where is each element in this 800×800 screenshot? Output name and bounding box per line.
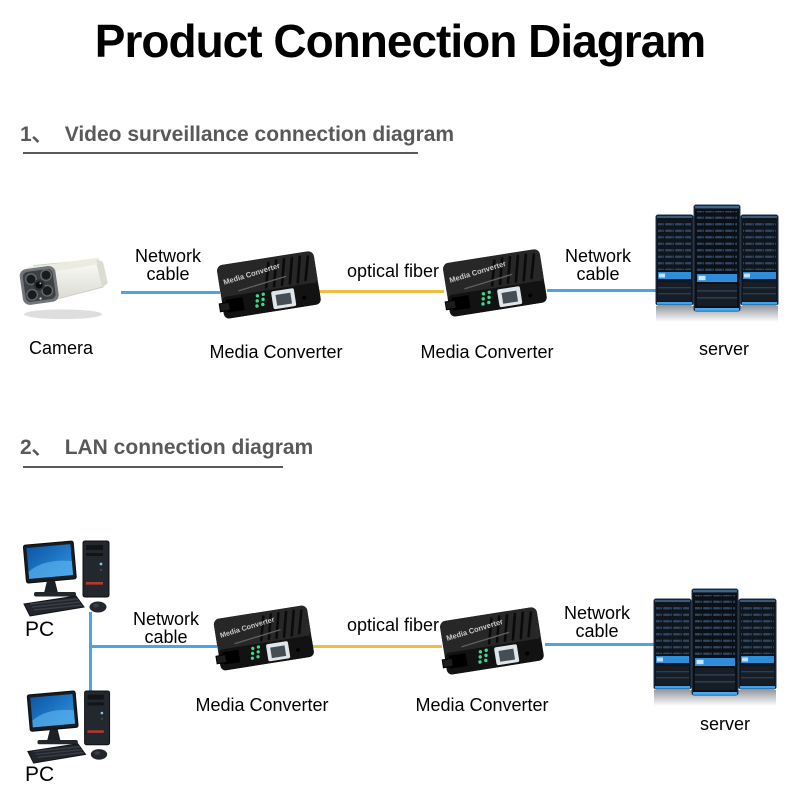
pc-label-1: PC xyxy=(25,618,55,641)
camera-label: Camera xyxy=(28,338,94,358)
optical-fiber-line-row1 xyxy=(317,290,444,293)
page-title: Product Connection Diagram xyxy=(94,15,706,67)
fiber-media-converter-icon xyxy=(212,246,324,326)
desktop-pc-icon xyxy=(24,688,124,765)
optical-fiber-label-2: optical fiber xyxy=(346,615,440,635)
fiber-media-converter-icon xyxy=(209,600,317,678)
section-2-underline xyxy=(23,466,283,468)
section-2-number: 2、 xyxy=(20,436,53,459)
optical-fiber-line-row2 xyxy=(312,645,442,648)
media-converter-label-1: Media Converter xyxy=(209,342,343,362)
media-converter-label-2: Media Converter xyxy=(420,342,554,362)
network-cable-label-3: Network cable xyxy=(132,609,199,647)
media-converter-image-1 xyxy=(212,246,324,326)
network-cable-line-converter-to-server-2 xyxy=(545,643,657,646)
media-converter-image-3 xyxy=(209,600,317,678)
media-converter-image-2 xyxy=(438,244,550,324)
section-2-heading: 2、 LAN connection diagram xyxy=(20,431,313,461)
section-1-underline xyxy=(23,152,418,154)
server-image-1 xyxy=(654,202,780,330)
network-cable-line-converter-to-server xyxy=(547,289,659,292)
fiber-media-converter-icon xyxy=(438,244,550,324)
pc-image-2 xyxy=(24,688,124,765)
server-label-2: server xyxy=(699,714,750,734)
fiber-media-converter-icon xyxy=(435,602,547,682)
server-rack-towers-icon xyxy=(652,586,778,714)
section-2-title: LAN connection diagram xyxy=(64,436,314,459)
network-cable-line-pc-trunk xyxy=(89,612,92,696)
pc-label-2: PC xyxy=(25,763,55,786)
pc-image-1 xyxy=(20,538,124,618)
media-converter-label-4: Media Converter xyxy=(415,695,549,715)
desktop-pc-icon xyxy=(20,538,124,618)
network-cable-label-1: Network cable xyxy=(134,246,201,284)
network-cable-line-camera-to-converter xyxy=(121,291,220,294)
server-rack-towers-icon xyxy=(654,202,780,330)
network-cable-label-2: Network cable xyxy=(564,246,631,284)
server-label-1: server xyxy=(698,339,749,359)
media-converter-label-3: Media Converter xyxy=(195,695,329,715)
section-1-title: Video surveillance connection diagram xyxy=(64,123,455,146)
section-1-heading: 1、 Video surveillance connection diagram xyxy=(20,118,454,148)
media-converter-image-4 xyxy=(435,602,547,682)
camera-image xyxy=(12,248,114,324)
network-cable-label-4: Network cable xyxy=(563,603,630,641)
bullet-cctv-camera-icon xyxy=(12,248,114,324)
server-image-2 xyxy=(652,586,778,714)
network-cable-line-pcs-to-converter xyxy=(89,645,217,648)
section-1-number: 1、 xyxy=(20,123,53,146)
optical-fiber-label-1: optical fiber xyxy=(346,261,440,281)
